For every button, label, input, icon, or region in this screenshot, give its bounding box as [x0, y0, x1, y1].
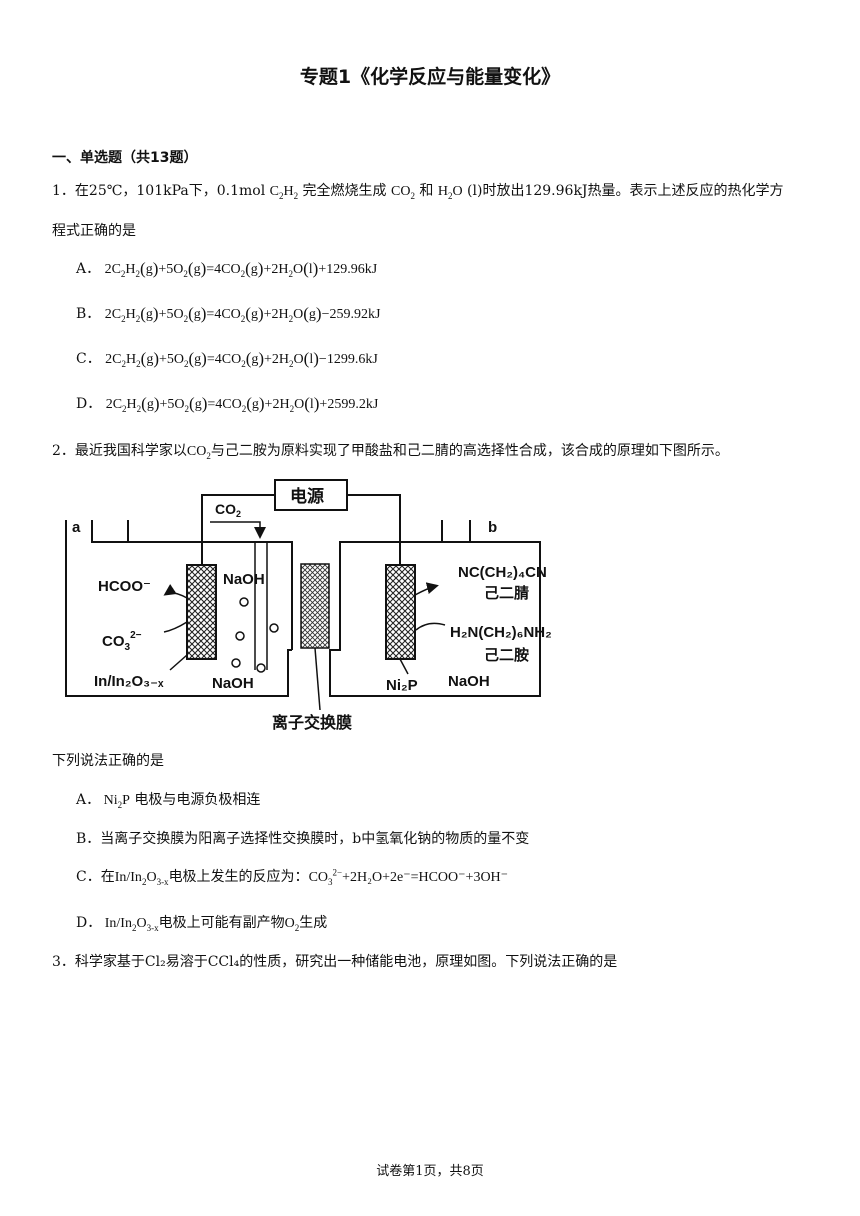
q2-option-b[interactable]: B．当离子交换膜为阳离子选择性交换膜时，b中氢氧化钠的物质的量不变 — [76, 831, 530, 847]
ni2p-label: Ni₂P — [386, 677, 418, 694]
adiponitrile-label: 己二腈 — [484, 584, 529, 602]
q1-stem-line2: 程式正确的是 — [52, 223, 136, 239]
co2-label: CO2 — [215, 501, 241, 519]
right-electrode — [385, 564, 416, 660]
left-tank-outline — [65, 520, 292, 697]
page-title: 专题1《化学反应与能量变化》 — [299, 66, 561, 88]
q1-option-c[interactable]: C． 2C2H2(g)+5O2(g)=4CO2(g)+2H2O(l)−1299.… — [76, 349, 378, 369]
left-tank-top — [91, 520, 293, 650]
in-electrode-label: In/In₂O₃₋ₓ — [94, 673, 164, 690]
nc-formula-label: NC(CH₂)₄CN — [458, 564, 547, 581]
q3-stem: 3．科学家基于Cl₂易溶于CCl₄的性质，研究出一种储能电池，原理如图。下列说法… — [52, 954, 618, 970]
right-tank-outline — [329, 541, 541, 697]
naoh-bottom-left-label: NaOH — [212, 675, 254, 692]
right-wire — [347, 494, 401, 565]
right-tank-top-edge — [441, 520, 471, 542]
q2-option-d[interactable]: D． In/In2O3-x电极上可能有副产物O2生成 — [76, 915, 328, 933]
q2-ask: 下列说法正确的是 — [52, 753, 164, 769]
hmda-formula-label: H₂N(CH₂)₆NH₂ — [450, 624, 552, 641]
hcoo-label: HCOO⁻ — [98, 578, 151, 595]
q2-option-c[interactable]: C．在In/In2O3-x电极上发生的反应为：CO32−+2H₂O+2e⁻=HC… — [76, 867, 509, 887]
q1-option-b[interactable]: B． 2C2H2(g)+5O2(g)=4CO2(g)+2H2O(g)−259.9… — [76, 304, 381, 324]
co3-label: CO32− — [102, 630, 142, 653]
power-source-label: 电源 — [290, 486, 324, 506]
q1-stem-line1: 1．在25℃，101kPa下，0.1mol C2H2 完全燃烧生成 CO2 和 … — [52, 183, 784, 201]
electrolysis-diagram: 离子交换膜 电源 CO2 a b HCOO⁻ CO32− In/In₂O₃₋ₓ … — [65, 479, 552, 732]
section-heading: 一、单选题（共13题） — [52, 150, 198, 166]
page-footer: 试卷第1页，共8页 — [376, 1164, 484, 1179]
label-b: b — [488, 519, 497, 536]
membrane-label: 离子交换膜 — [272, 713, 352, 732]
label-a: a — [72, 519, 81, 536]
left-electrode — [186, 564, 217, 660]
left-wire — [201, 494, 275, 565]
q2-stem: 2．最近我国科学家以CO2与己二胺为原料实现了甲酸盐和己二腈的高选择性合成，该合… — [52, 443, 729, 461]
naoh-top-label: NaOH — [223, 571, 265, 588]
ion-exchange-membrane — [300, 563, 330, 649]
q1-option-a[interactable]: A． 2C2H2(g)+5O2(g)=4CO2(g)+2H2O(l)+129.9… — [76, 259, 378, 279]
q2-option-a[interactable]: A． Ni2P 电极与电源负极相连 — [76, 792, 261, 810]
naoh-right-label: NaOH — [448, 673, 490, 690]
co2-inlet-pipe — [210, 521, 266, 539]
hexanediamine-label: 己二胺 — [484, 646, 529, 664]
power-source-box — [274, 479, 348, 511]
q1-option-d[interactable]: D． 2C2H2(g)+5O2(g)=4CO2(g)+2H2O(l)+2599.… — [76, 394, 379, 414]
